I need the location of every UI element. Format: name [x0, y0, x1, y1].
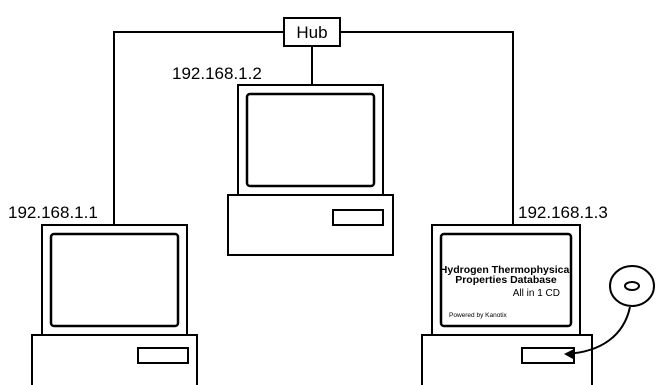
hub-box	[283, 17, 341, 47]
hub-label: Hub	[296, 23, 327, 42]
screen-title-line1: Hydrogen Thermophysical	[440, 264, 573, 276]
screen-title-line2: Properties Database	[455, 274, 557, 286]
monitor-screen	[439, 232, 573, 328]
screen-subtitle: All in 1 CD	[513, 288, 560, 299]
monitor-screen	[49, 232, 180, 328]
link-hub-to-pc3	[340, 31, 514, 225]
disk-drive	[332, 209, 384, 226]
computer-ip-label: 192.168.1.3	[518, 203, 608, 222]
monitor-screen	[245, 92, 376, 188]
insert-arrow-icon	[564, 306, 631, 359]
computer-ip-label: 192.168.1.2	[172, 64, 262, 83]
cd-disc-icon	[609, 265, 655, 307]
disk-drive	[521, 347, 575, 364]
computer-192-168-1-1: 192.168.1.1	[8, 203, 198, 385]
cd-inner-hole	[624, 281, 640, 291]
arrow-head	[564, 349, 574, 359]
disk-drive	[137, 347, 189, 364]
arrow-path	[565, 306, 631, 355]
network-links	[113, 31, 514, 225]
computer-ip-label: 192.168.1.1	[8, 203, 98, 222]
screen-footer: Powered by Kanotix	[449, 312, 508, 319]
hub: Hub	[283, 17, 341, 47]
computer-192-168-1-3: 192.168.1.3 Hydrogen Thermophysical Prop…	[421, 203, 608, 385]
link-hub-to-pc1	[113, 31, 284, 225]
computer-192-168-1-2: 192.168.1.2	[172, 64, 394, 256]
